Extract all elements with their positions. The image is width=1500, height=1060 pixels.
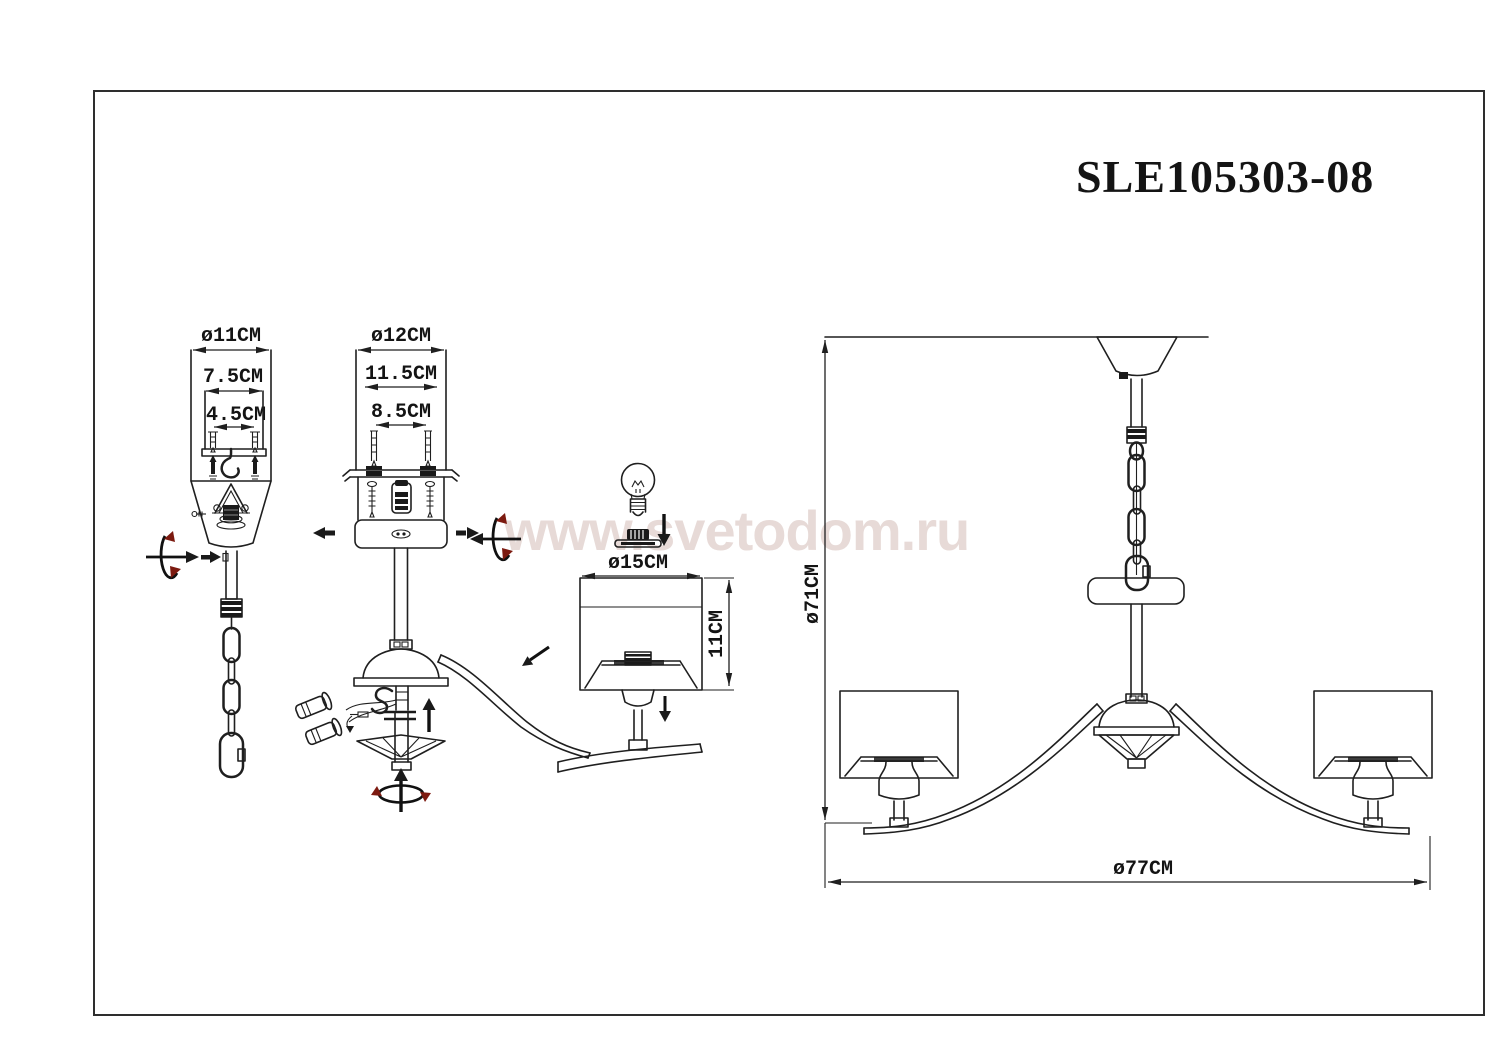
hook-mount-dimensions: ø11CM 7.5CM 4.5CM	[193, 325, 269, 431]
suspension-chain	[1124, 378, 1151, 592]
up-arrow-icon	[422, 698, 436, 732]
left-arm	[863, 703, 1104, 835]
dim-label-chandelier-height: ø71CM	[802, 564, 825, 624]
dim-label-shade-height: 11CM	[706, 610, 729, 658]
canopy-cone	[190, 480, 272, 548]
hook-mount-diagram: ø11CM 7.5CM 4.5CM	[146, 325, 272, 779]
chandelier-diagram: ø71CM ø77CM	[802, 336, 1433, 890]
arm-arrow-icon	[522, 645, 550, 666]
carabiner-icon	[1124, 554, 1150, 592]
dim-label-plate-mid: 11.5CM	[365, 363, 437, 386]
watermark-text: www.svetodom.ru	[504, 499, 970, 562]
ceiling-cup	[1096, 336, 1178, 379]
rotate-axis-icon	[371, 768, 431, 812]
plate-mount-diagram: ø12CM 11.5CM 8.5CM	[294, 325, 591, 812]
down-arrow-icon	[659, 696, 671, 722]
chain-link	[222, 626, 241, 664]
lampshade	[579, 577, 703, 751]
lamp-holder-icon	[294, 691, 333, 720]
rotate-icon	[146, 531, 199, 580]
socket-ring-icon	[614, 529, 662, 548]
dim-label-hook-inner: 4.5CM	[206, 404, 266, 427]
dim-label-plate-inner: 8.5CM	[371, 401, 431, 424]
arm-fragment	[557, 743, 703, 773]
chain-link	[1127, 453, 1146, 493]
screw-icon	[209, 455, 259, 480]
dim-label-shade-width: ø15CM	[608, 552, 668, 575]
rod-and-chain	[218, 550, 246, 779]
wall-anchor-icon	[208, 431, 260, 453]
plate-mount-dimensions: ø12CM 11.5CM 8.5CM	[358, 325, 444, 429]
bulb-icon	[620, 462, 656, 517]
chain-link	[222, 678, 241, 716]
central-body	[1093, 693, 1180, 769]
wiring-parts	[294, 685, 436, 746]
push-arrow-icon	[201, 551, 229, 563]
top-disk	[1087, 577, 1185, 605]
central-dome	[353, 639, 449, 687]
dim-label-chandelier-width: ø77CM	[1113, 858, 1173, 881]
center-rod	[1130, 603, 1143, 698]
lamp-holder-icon	[304, 717, 343, 746]
chain-link	[1127, 507, 1146, 547]
wall-anchor-icon	[366, 430, 436, 470]
rotate-icon	[470, 513, 521, 562]
shade-dimensions: ø15CM 11CM	[582, 552, 734, 691]
screw-icon	[366, 480, 436, 518]
s-hook-icon	[370, 686, 394, 715]
side-arrow-icon	[313, 527, 479, 539]
bracket-body	[357, 476, 445, 521]
dim-label-hook-mid: 7.5CM	[203, 366, 263, 389]
mounting-bar	[342, 469, 460, 482]
dim-label-plate-outer: ø12CM	[371, 325, 431, 348]
carabiner-icon	[218, 731, 245, 779]
finial-spinner	[356, 711, 446, 771]
small-screw-icon	[191, 510, 206, 518]
shade-detail-diagram: ø15CM 11CM	[557, 462, 734, 773]
down-arrow-icon	[657, 514, 671, 546]
page-border	[93, 90, 1485, 1016]
right-arm	[1169, 703, 1410, 835]
canopy-plate	[354, 519, 448, 549]
left-shade-assembly	[839, 690, 959, 828]
ceiling-hook-icon	[220, 447, 240, 479]
hook-mount-bracket	[190, 349, 272, 482]
right-shade-assembly	[1313, 690, 1433, 828]
chandelier-dimensions: ø71CM ø77CM	[802, 340, 1431, 890]
cable-lock	[391, 480, 412, 514]
arm-segment	[437, 654, 591, 759]
dim-label-hook-outer: ø11CM	[201, 325, 261, 348]
product-code-title: SLE105303-08	[1076, 151, 1375, 202]
